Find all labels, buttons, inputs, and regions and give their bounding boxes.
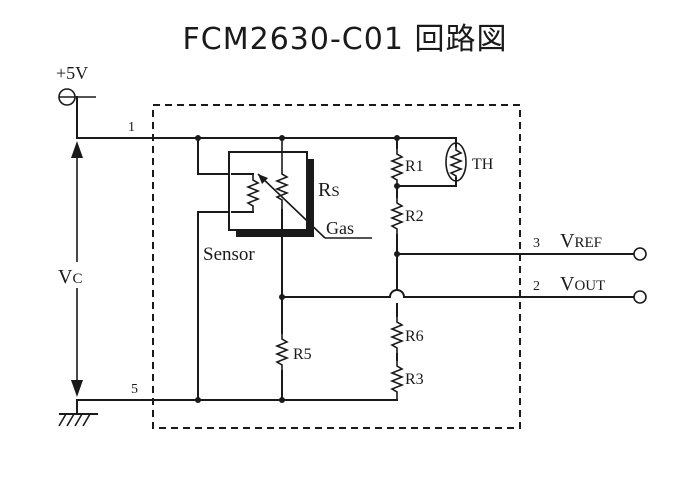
- vout-terminal: [633, 290, 647, 304]
- rs-label: RS: [318, 179, 340, 201]
- variable-arrow: [257, 173, 326, 239]
- junction-dots: [195, 135, 400, 403]
- r3-resistor: [389, 360, 405, 400]
- supply-label: +5V: [56, 63, 88, 83]
- module-boundary: [152, 104, 521, 429]
- ground-symbol: [58, 399, 98, 427]
- pin5-label: 5: [131, 382, 138, 397]
- thermistor: [445, 142, 467, 182]
- pin3-label: 3: [533, 236, 540, 251]
- r1-resistor: [389, 148, 405, 186]
- diagram-title: FCM2630-C01 回路図: [182, 22, 508, 57]
- r2-resistor: [389, 197, 405, 235]
- vc-label: VC: [58, 266, 82, 288]
- th-label: TH: [472, 156, 494, 173]
- heater-resistor: [245, 174, 261, 212]
- r1-label: R1: [405, 158, 424, 175]
- vout-label: VOUT: [560, 273, 605, 295]
- r6-label: R6: [405, 328, 424, 345]
- r3-label: R3: [405, 371, 424, 388]
- vref-label: VREF: [560, 230, 602, 252]
- r2-label: R2: [405, 208, 424, 225]
- sensor-label: Sensor: [203, 244, 255, 265]
- rs-resistor: [274, 138, 290, 210]
- supply-terminal: [58, 88, 96, 139]
- r6-resistor: [389, 316, 405, 354]
- vref-terminal: [633, 247, 647, 261]
- r5-label: R5: [293, 346, 312, 363]
- sensor-package: [228, 151, 308, 231]
- gas-label: Gas: [326, 218, 354, 238]
- r5-resistor: [274, 333, 290, 371]
- pin1-label: 1: [128, 120, 135, 135]
- pin2-label: 2: [533, 279, 540, 294]
